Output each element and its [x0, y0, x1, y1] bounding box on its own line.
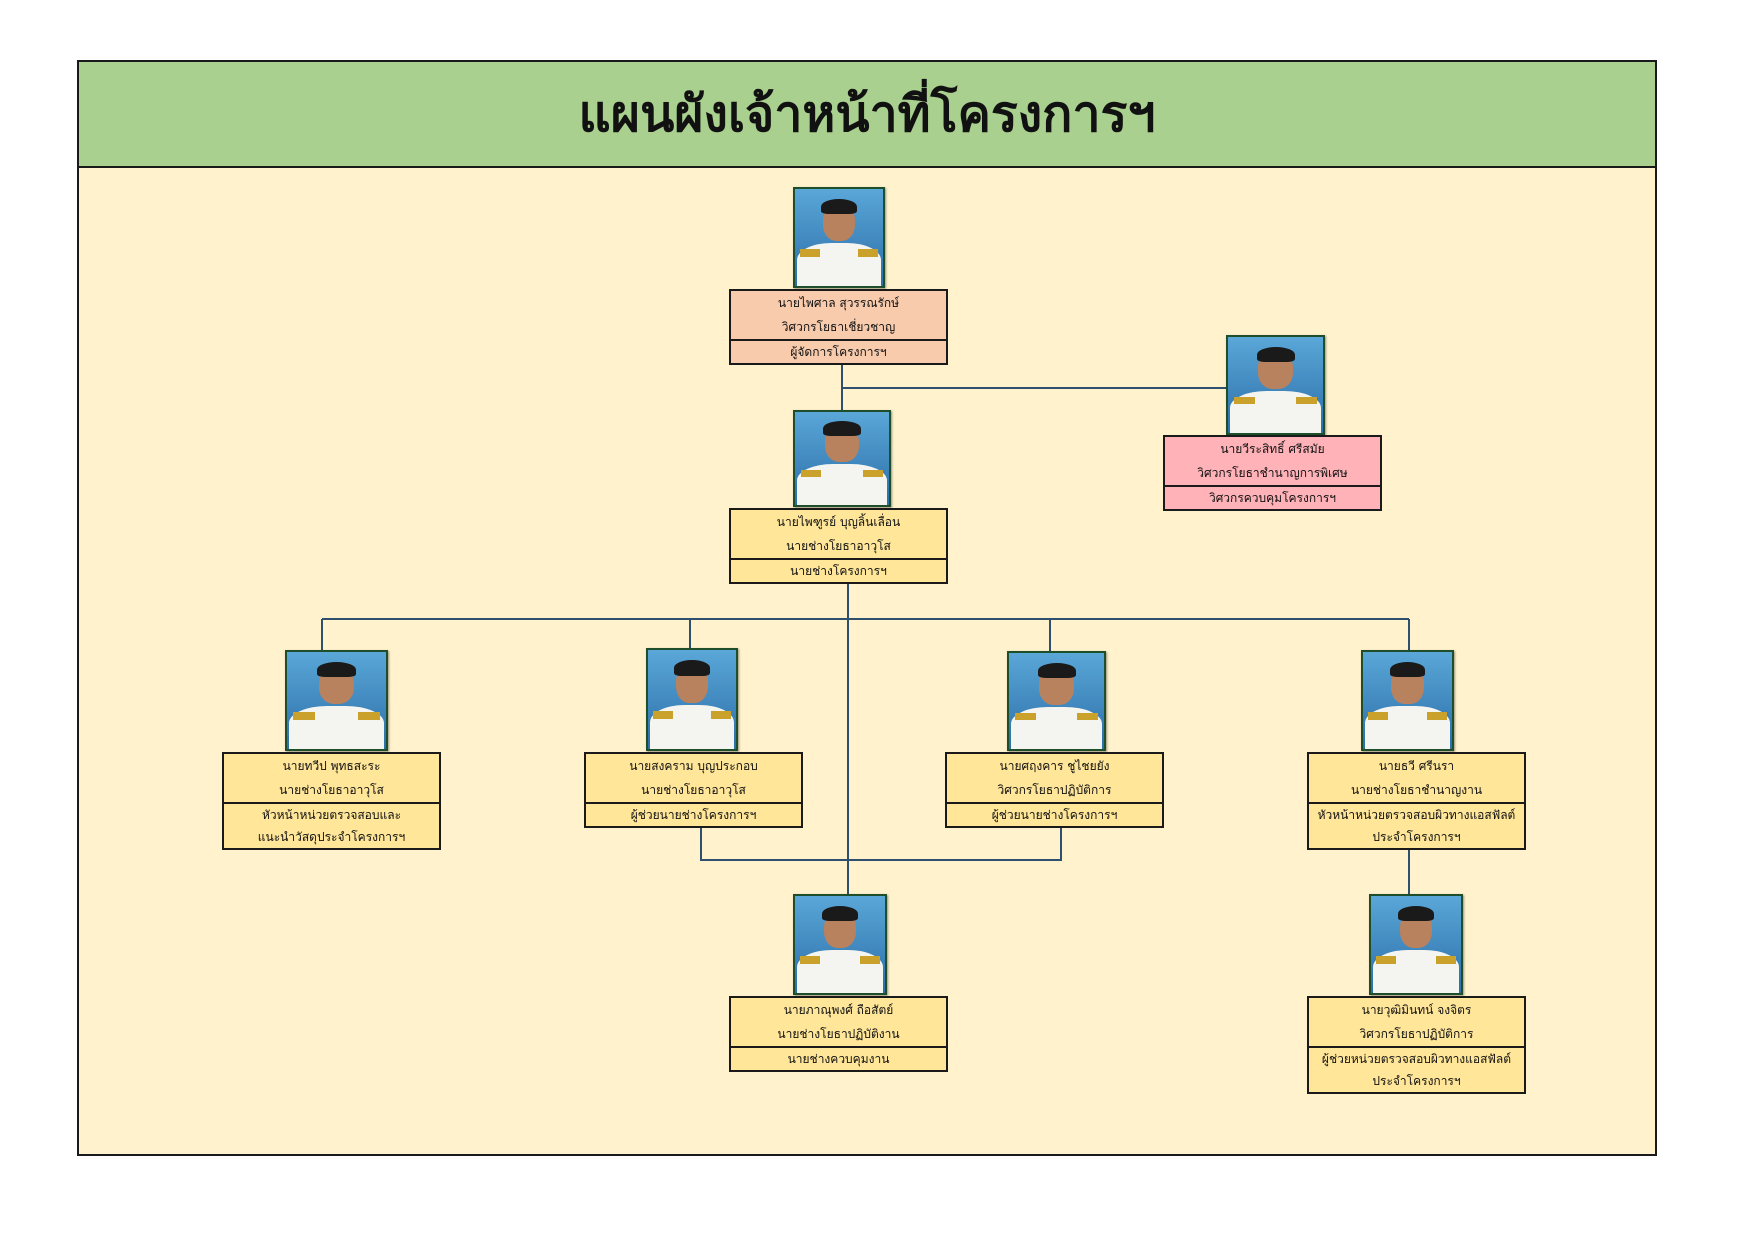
staff-role: นายช่างควบคุมงาน [787, 1052, 890, 1066]
photo-asst-1 [646, 648, 738, 751]
card-manager: นายไพศาล สุวรรณรักษ์ วิศวกรโยธาเชี่ยวชาญ… [729, 289, 948, 365]
staff-position: นายช่างโยธาอาวุโส [641, 783, 746, 797]
photo-lab-head [285, 650, 388, 751]
staff-name: นายทวีป พุทธสะระ [282, 759, 381, 773]
staff-position: นายช่างโยธาชำนาญงาน [1350, 783, 1483, 797]
staff-name: นายวีระสิทธิ์ ศรีสมัย [1220, 442, 1325, 456]
card-controller: นายภาณุพงศ์ ถือสัตย์ นายช่างโยธาปฏิบัติง… [729, 996, 948, 1072]
staff-position: นายช่างโยธาอาวุโส [786, 539, 891, 553]
page-title: แผนผังเจ้าหน้าที่โครงการฯ [578, 84, 1156, 143]
photo-manager [793, 187, 885, 288]
photo-asphalt-head [1361, 650, 1454, 751]
staff-role: ผู้ช่วยนายช่างโครงการฯ [630, 808, 757, 822]
card-asphalt-head: นายธวี ศรีนรา นายช่างโยธาชำนาญงาน หัวหน้… [1307, 752, 1526, 850]
photo-asst-2 [1007, 651, 1106, 751]
staff-name: นายศฤงคาร ชูไชยยัง [999, 759, 1110, 773]
photo-controller [793, 894, 887, 995]
staff-name: นายธวี ศรีนรา [1378, 759, 1455, 773]
card-supervisor: นายวีระสิทธิ์ ศรีสมัย วิศวกรโยธาชำนาญการ… [1163, 435, 1382, 511]
connector-assistants-bracket [700, 826, 1062, 861]
staff-position: วิศวกรโยธาปฏิบัติการ [1359, 1027, 1474, 1041]
staff-role-line-2: แนะนำวัสดุประจำโครงการฯ [257, 830, 406, 844]
staff-role: หัวหน้าหน่วยตรวจสอบและ [261, 808, 402, 822]
card-lab-head: นายทวีป พุทธสะระ นายช่างโยธาอาวุโส หัวหน… [222, 752, 441, 850]
staff-role: ผู้จัดการโครงการฯ [790, 345, 887, 359]
staff-role: ผู้ช่วยหน่วยตรวจสอบผิวทางแอสฟัลต์ [1321, 1052, 1512, 1066]
photo-supervisor [1226, 335, 1325, 435]
staff-name: นายไพศาล สุวรรณรักษ์ [777, 296, 900, 310]
staff-position: วิศวกรโยธาชำนาญการพิเศษ [1197, 466, 1348, 480]
staff-name: นายวุฒิมินทน์ จงจิตร [1361, 1003, 1472, 1017]
staff-role: หัวหน้าหน่วยตรวจสอบผิวทางแอสฟัลต์ [1317, 808, 1516, 822]
title-banner: แผนผังเจ้าหน้าที่โครงการฯ [79, 62, 1655, 168]
staff-role-line-2: ประจำโครงการฯ [1372, 1074, 1461, 1088]
staff-name: นายภาณุพงศ์ ถือสัตย์ [783, 1003, 894, 1017]
staff-name: นายไพฑูรย์ บุญลิ้นเลื่อน [776, 515, 901, 529]
card-asst-1: นายสงคราม บุญประกอบ นายช่างโยธาอาวุโส ผู… [584, 752, 803, 828]
photo-chief-tech [793, 410, 891, 507]
staff-role: ผู้ช่วยนายช่างโครงการฯ [991, 808, 1118, 822]
staff-position: นายช่างโยธาอาวุโส [279, 783, 384, 797]
staff-name: นายสงคราม บุญประกอบ [629, 759, 758, 773]
staff-role: วิศวกรควบคุมโครงการฯ [1208, 491, 1337, 505]
staff-role-line-2: ประจำโครงการฯ [1372, 830, 1461, 844]
photo-asphalt-asst [1369, 894, 1463, 995]
card-asst-2: นายศฤงคาร ชูไชยยัง วิศวกรโยธาปฏิบัติการ … [945, 752, 1164, 828]
staff-position: วิศวกรโยธาปฏิบัติการ [997, 783, 1112, 797]
card-asphalt-asst: นายวุฒิมินทน์ จงจิตร วิศวกรโยธาปฏิบัติกา… [1307, 996, 1526, 1094]
card-chief-tech: นายไพฑูรย์ บุญลิ้นเลื่อน นายช่างโยธาอาวุ… [729, 508, 948, 584]
staff-position: วิศวกรโยธาเชี่ยวชาญ [781, 320, 896, 334]
staff-role: นายช่างโครงการฯ [790, 564, 887, 578]
staff-position: นายช่างโยธาปฏิบัติงาน [777, 1027, 900, 1041]
